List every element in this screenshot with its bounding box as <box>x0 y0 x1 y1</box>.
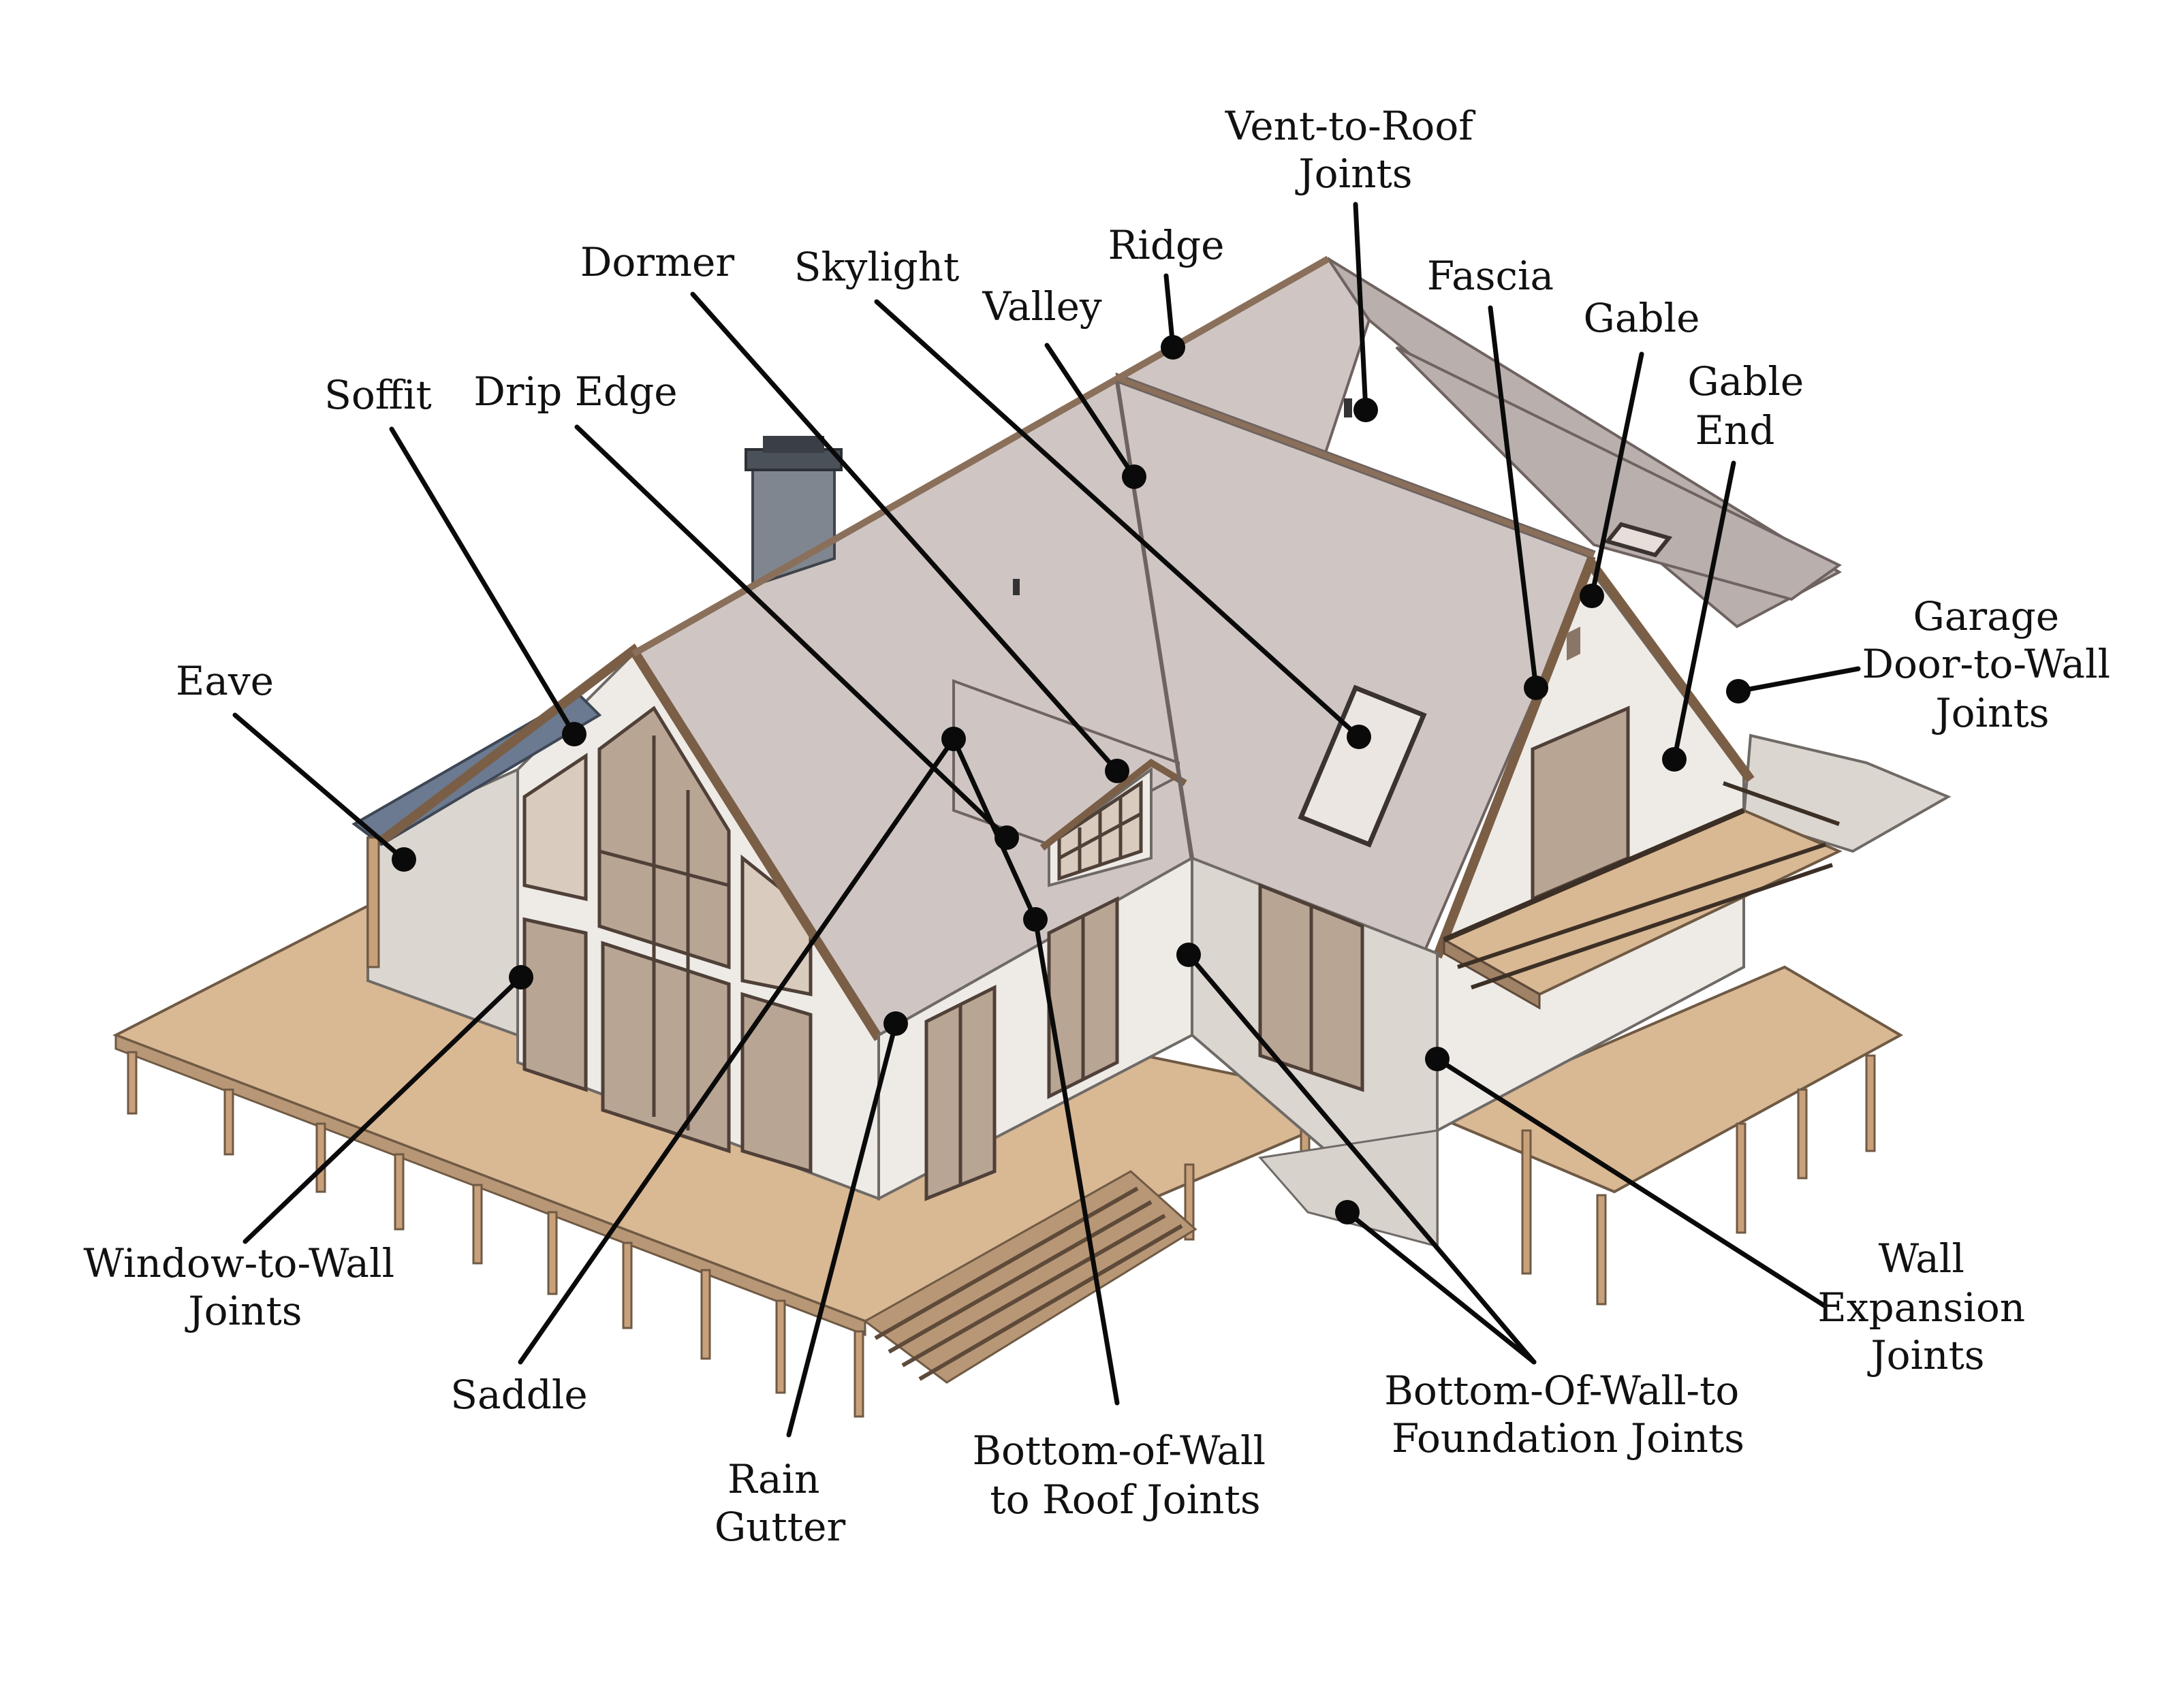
dormer <box>952 679 1187 887</box>
marker-soffit <box>562 722 586 746</box>
marker-rain-gutter <box>883 1011 908 1036</box>
marker-garage-door <box>1726 679 1751 703</box>
right-gable-vent <box>1567 627 1580 661</box>
marker-gable <box>1580 584 1604 608</box>
leader-gable <box>1589 351 1644 599</box>
leader-lines <box>232 202 1861 1438</box>
house-illustration <box>112 255 1952 1418</box>
marker-dormer <box>1105 759 1129 783</box>
label-wall-expansion: Wall Expansion Joints <box>1817 1235 2037 1378</box>
foundation-right <box>1258 1129 1439 1248</box>
leader-vent-to-roof <box>1353 202 1368 413</box>
right-deck-posts <box>1521 1054 1876 1306</box>
center-doors <box>924 883 1364 1201</box>
valley-line <box>1115 381 1194 859</box>
leader-valley <box>1044 343 1137 479</box>
label-garage-door: Garage Door-to-Wall Joints <box>1862 593 2123 736</box>
leader-soffit <box>389 426 577 737</box>
marker-ridge <box>1161 335 1185 360</box>
marker-eave <box>392 847 416 872</box>
marker-vent-to-roof <box>1353 398 1378 422</box>
marker-valley <box>1122 464 1146 489</box>
marker-skylight <box>1347 725 1371 749</box>
label-rain-gutter: Rain Gutter <box>715 1456 846 1550</box>
marker-fascia <box>1524 676 1548 700</box>
marker-wall-expansion <box>1425 1047 1450 1071</box>
front-stairs <box>863 1170 1197 1384</box>
leader-wall-expansion <box>1435 1056 1827 1308</box>
marker-window-to-wall <box>509 965 533 990</box>
roof-vent-small <box>1013 579 1020 595</box>
left-wing-windows <box>522 706 813 1174</box>
leader-bow-roof-a <box>951 736 1038 922</box>
leader-bow-foundation-b <box>1345 1209 1537 1365</box>
label-gable: Gable <box>1584 295 1700 341</box>
label-bottom-of-wall-roof: Bottom-of-Wall to Roof Joints <box>972 1427 1278 1523</box>
leader-saddle <box>518 736 956 1365</box>
leader-fascia <box>1488 305 1539 691</box>
marker-bow-roof <box>1023 907 1048 932</box>
label-drip-edge: Drip Edge <box>473 368 677 415</box>
label-ridge: Ridge <box>1108 222 1225 268</box>
leader-garage-door <box>1736 666 1861 694</box>
label-soffit: Soffit <box>324 372 432 418</box>
ridge-line <box>631 255 1330 657</box>
leader-bow-foundation-a <box>1186 952 1537 1365</box>
marker-bow-foundation-a <box>1176 943 1201 967</box>
marker-bow-foundation-b <box>1335 1200 1360 1224</box>
label-bottom-of-wall-foundation: Bottom-Of-Wall-to Foundation Joints <box>1384 1367 1752 1461</box>
labels: Vent-to-Roof Joints Ridge Dormer Skyligh… <box>83 103 2123 1550</box>
leader-window-to-wall <box>242 975 524 1244</box>
label-gable-end: Gable End <box>1687 358 1816 454</box>
leader-skylight <box>874 299 1362 740</box>
label-dormer: Dormer <box>580 239 734 285</box>
eave-post <box>366 836 380 968</box>
small-skylight <box>1603 522 1673 558</box>
main-skylight <box>1298 684 1427 848</box>
label-valley: Valley <box>982 283 1102 330</box>
roof-vent <box>1344 398 1352 417</box>
label-skylight: Skylight <box>794 244 960 290</box>
marker-gable-end <box>1662 747 1687 772</box>
right-lower-deck <box>1433 965 1904 1194</box>
marker-saddle <box>941 727 966 751</box>
label-window-to-wall: Window-to-Wall Joints <box>83 1240 407 1334</box>
right-balcony <box>1441 781 1843 1010</box>
leader-gable-end <box>1672 460 1736 762</box>
label-eave: Eave <box>176 658 274 704</box>
label-fascia: Fascia <box>1427 253 1554 299</box>
leader-dormer <box>690 291 1120 774</box>
label-saddle: Saddle <box>450 1372 587 1418</box>
deck-posts <box>127 1051 1311 1418</box>
leader-rain-gutter <box>786 1021 898 1438</box>
marker-drip-edge <box>994 825 1019 850</box>
right-gable-trim <box>1432 552 1755 959</box>
leader-bow-roof-b <box>1033 917 1120 1406</box>
point-markers <box>392 335 1751 1224</box>
leader-eave <box>232 712 407 862</box>
label-vent-to-roof: Vent-to-Roof Joints <box>1225 103 1486 197</box>
